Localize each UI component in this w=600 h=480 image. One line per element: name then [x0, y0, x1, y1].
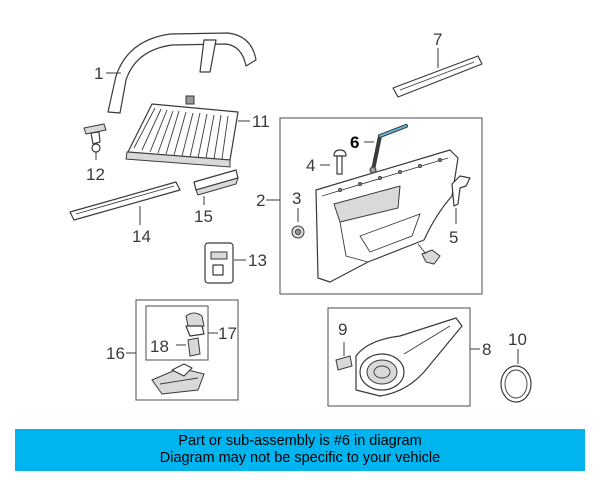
- callout-5: 5: [449, 228, 458, 247]
- part-7-molding: 7: [392, 30, 483, 98]
- info-banner: Part or sub-assembly is #6 in diagram Di…: [15, 429, 585, 471]
- banner-line-1: Part or sub-assembly is #6 in diagram: [178, 433, 422, 449]
- callout-9: 9: [338, 320, 347, 339]
- callout-11: 11: [252, 112, 270, 131]
- part-11-sunshade: 11: [125, 95, 270, 168]
- banner-line-2: Diagram may not be specific to your vehi…: [159, 450, 441, 466]
- part-8-speaker-box: 8 9: [327, 307, 491, 407]
- part-1-window-channel: 1: [94, 32, 257, 114]
- callout-12: 12: [86, 165, 105, 184]
- callout-3: 3: [292, 189, 301, 208]
- callout-6: 6: [350, 133, 359, 152]
- callout-14: 14: [132, 227, 151, 246]
- part-15-trim: 15: [193, 169, 239, 226]
- callout-13: 13: [248, 251, 267, 270]
- callout-8: 8: [482, 340, 491, 359]
- callout-10: 10: [508, 330, 527, 349]
- callout-2: 2: [256, 191, 265, 210]
- callout-17: 17: [218, 324, 237, 343]
- part-14-strip: 14: [69, 181, 181, 246]
- callout-16: 16: [106, 344, 125, 363]
- callout-4: 4: [306, 156, 315, 175]
- callout-7: 7: [433, 30, 442, 49]
- part-10-speaker-ring: 10: [500, 330, 532, 403]
- part-12-clip: 12: [83, 123, 107, 184]
- part-2-door-panel-box: 2 3 4 6 5: [256, 117, 483, 295]
- callout-18: 18: [150, 337, 169, 356]
- callout-15: 15: [194, 207, 213, 226]
- callout-1: 1: [94, 64, 103, 83]
- part-16-handle-box: 16 17 18: [106, 299, 239, 401]
- part-13-switch: 13: [204, 242, 267, 284]
